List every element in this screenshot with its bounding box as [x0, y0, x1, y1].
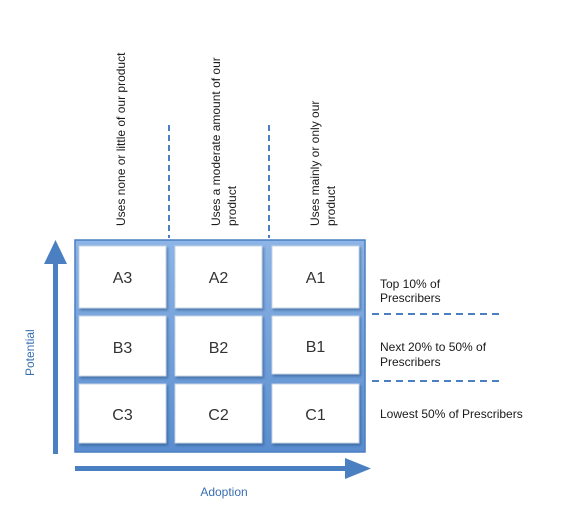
cell-c3: [78, 383, 167, 444]
tier-label-low: Lowest 50% of Prescribers: [380, 407, 523, 421]
cell-label-a2: A2: [209, 270, 229, 287]
column-header-moderate-adoption-cont: product: [225, 185, 239, 226]
x-axis-label: Adoption: [200, 485, 247, 499]
column-header-low-adoption: Uses none or little of our product: [114, 52, 128, 226]
row-b: B3 B2 B1: [78, 315, 360, 377]
cell-b1: [271, 315, 360, 375]
column-header-high-adoption-cont: product: [324, 185, 338, 226]
tier-label-mid-line1: Next 20% to 50% of: [380, 340, 487, 354]
cell-label-b1: B1: [306, 339, 326, 356]
cell-label-b3: B3: [113, 340, 133, 357]
tier-label-mid-line2: Prescribers: [380, 355, 441, 369]
column-header-high-adoption: Uses mainly or only our: [308, 101, 322, 226]
tier-label-top-line2: Prescribers: [380, 291, 441, 305]
column-header-moderate-adoption: Uses a moderate amount of our: [209, 57, 223, 226]
cell-a2: [174, 245, 263, 309]
cell-label-b2: B2: [209, 340, 229, 357]
cell-label-c3: C3: [112, 407, 133, 424]
cell-a1: [271, 245, 360, 309]
cell-c1: [271, 383, 360, 444]
y-axis-label: Potential: [23, 329, 37, 376]
cell-c2: [174, 383, 263, 444]
y-axis-arrow: [44, 240, 67, 454]
cell-label-a1: A1: [306, 270, 326, 287]
cell-label-c1: C1: [305, 407, 326, 424]
row-c: C3 C2 C1: [78, 383, 360, 444]
cell-b3: [78, 315, 167, 377]
cell-label-c2: C2: [208, 407, 229, 424]
row-a: A3 A2 A1: [78, 245, 360, 309]
cell-a3: [78, 245, 167, 309]
x-axis-arrow: [75, 458, 371, 479]
cell-label-a3: A3: [113, 270, 133, 287]
tier-label-top-line1: Top 10% of: [380, 277, 441, 291]
cell-b2: [174, 315, 263, 377]
